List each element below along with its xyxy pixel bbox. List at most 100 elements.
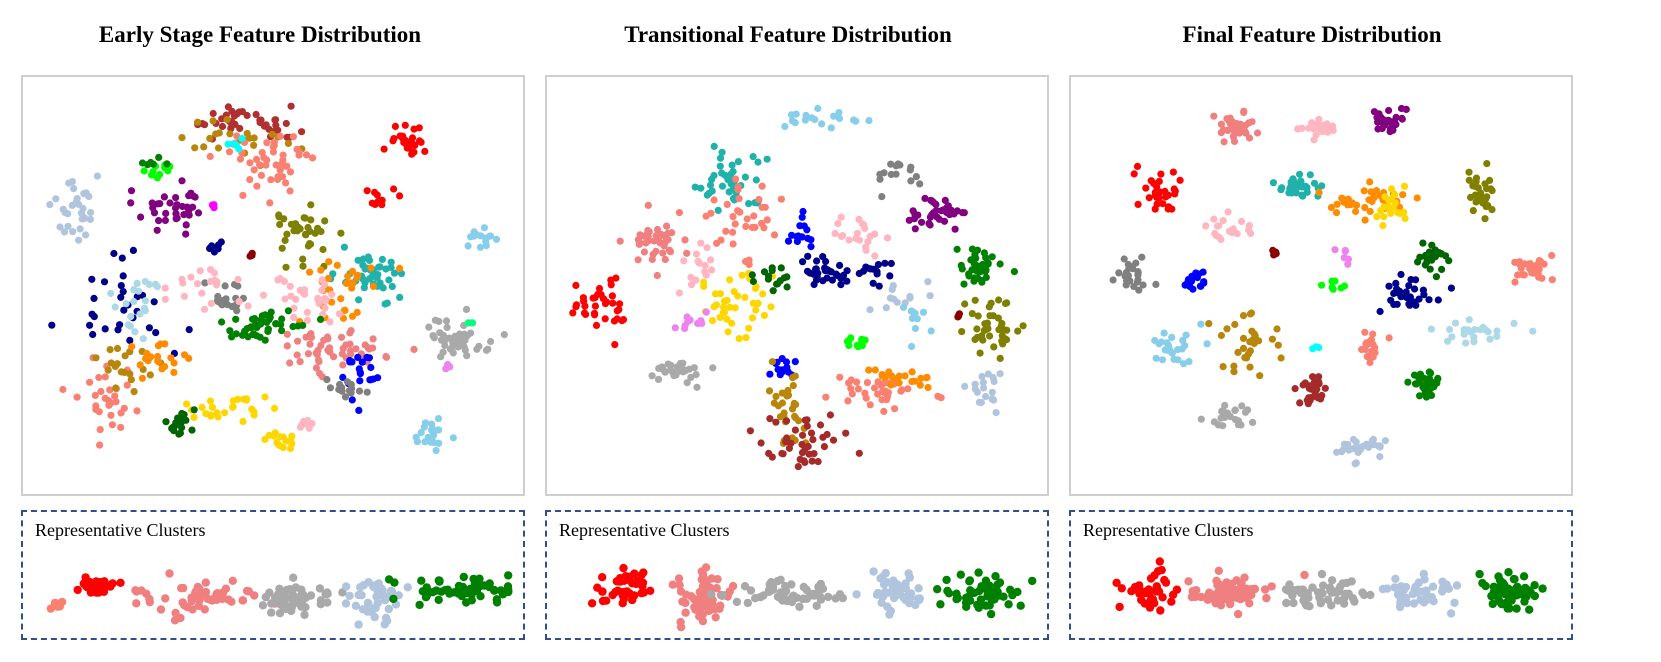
scatter-point [232, 330, 240, 338]
scatter-point [990, 587, 1000, 597]
scatter-point [751, 284, 759, 292]
scatter-point [898, 386, 906, 394]
scatter-point [934, 392, 942, 400]
scatter-point [1146, 586, 1155, 596]
scatter-point [382, 352, 390, 361]
scatter-point [244, 333, 252, 341]
cluster-14 [1205, 309, 1285, 380]
scatter-point [769, 287, 777, 295]
scatter-point [226, 327, 234, 335]
scatter-point [915, 594, 924, 603]
scatter-point [46, 201, 54, 209]
scatter-point [1444, 584, 1453, 593]
scatter-point [1329, 126, 1337, 135]
scatter-point [283, 330, 291, 338]
scatter-point [128, 343, 136, 351]
scatter-point [133, 407, 141, 415]
scatter-point [372, 592, 381, 601]
scatter-point [218, 122, 227, 131]
scatter-point [745, 324, 753, 332]
scatter-point [791, 426, 799, 434]
scatter-point [250, 134, 258, 142]
scatter-point [428, 426, 436, 434]
scatter-point [630, 569, 639, 578]
scatter-point [671, 324, 679, 332]
scatter-point [315, 358, 323, 366]
scatter-point [743, 598, 752, 608]
scatter-point [1363, 440, 1371, 448]
scatter-point [455, 587, 464, 597]
scatter-point [1361, 203, 1369, 212]
scatter-point [598, 596, 608, 606]
scatter-point [165, 569, 174, 578]
scatter-point [788, 231, 796, 239]
scatter-point [1120, 255, 1128, 263]
scatter-point [837, 281, 845, 289]
scatter-point [1260, 585, 1270, 594]
scatter-point [79, 579, 88, 588]
scatter-point [1168, 590, 1178, 599]
scatter-point [714, 206, 722, 214]
scatter-point [1338, 579, 1347, 588]
scatter-point [973, 325, 981, 333]
scatter-point [1404, 378, 1412, 386]
scatter-point [247, 324, 255, 332]
scatter-point [390, 185, 398, 193]
scatter-point [1010, 268, 1018, 276]
scatter-point [484, 345, 492, 353]
scatter-point [365, 275, 373, 283]
cluster-6 [1373, 182, 1409, 230]
scatter-point [117, 282, 125, 290]
scatter-point [289, 598, 298, 607]
scatter-point [731, 220, 739, 228]
scatter-point [337, 295, 345, 303]
scatter-point [92, 354, 100, 362]
scatter-point [1231, 320, 1239, 329]
scatter-point [951, 225, 959, 233]
scatter-point [1427, 325, 1435, 333]
cluster-24 [442, 360, 454, 373]
scatter-point [661, 255, 669, 264]
scatter-point [732, 597, 742, 607]
scatter-point [378, 255, 386, 263]
scatter-point [243, 111, 251, 120]
scatter-point [1393, 300, 1401, 308]
scatter-point [1312, 131, 1320, 139]
scatter-point [417, 138, 425, 146]
scatter-point [889, 576, 898, 585]
representative-clusters-final: Representative Clusters [1069, 510, 1573, 640]
scatter-point [1318, 281, 1326, 289]
scatter-point [191, 587, 200, 596]
scatter-point [268, 130, 276, 138]
scatter-point [292, 295, 300, 303]
scatter-point [326, 384, 334, 392]
scatter-point [459, 572, 468, 582]
scatter-point [1181, 281, 1189, 289]
scatter-point [1135, 286, 1143, 294]
scatter-point [1014, 327, 1022, 335]
scatter-point [740, 582, 750, 591]
scatter-point [781, 581, 790, 591]
scatter-point [1385, 196, 1393, 205]
scatter-point [286, 359, 294, 367]
scatter-point [888, 372, 896, 380]
scatter-point [1378, 118, 1386, 126]
representative-svg-transitional [587, 563, 1037, 632]
scatter-point [1327, 576, 1337, 585]
scatter-point [341, 393, 350, 401]
scatter-point [707, 209, 715, 217]
scatter-point [95, 373, 103, 382]
scatter-point [487, 337, 495, 346]
scatter-point [965, 270, 973, 278]
cluster-15 [1427, 316, 1537, 347]
scatter-point [88, 275, 96, 283]
cluster-0 [73, 573, 125, 597]
scatter-point [1331, 277, 1339, 285]
scatter-point [167, 354, 175, 362]
scatter-point [644, 226, 652, 235]
scatter-point [1287, 178, 1295, 186]
scatter-point [882, 304, 890, 312]
scatter-point [988, 388, 996, 396]
scatter-point [107, 411, 115, 419]
scatter-point [56, 223, 64, 231]
